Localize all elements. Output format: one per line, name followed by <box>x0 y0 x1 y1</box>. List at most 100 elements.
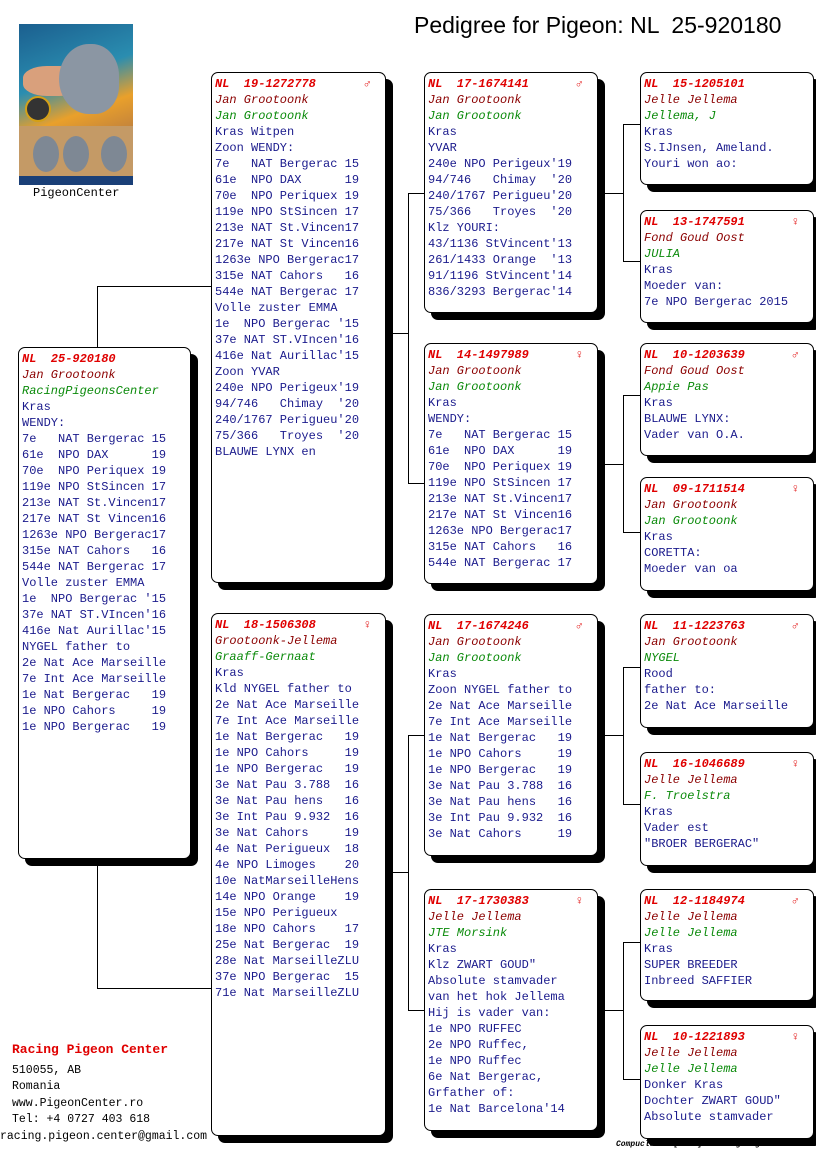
pedigree-note-line: 91/1196 StVincent'14 <box>428 269 573 283</box>
male-icon: ♂ <box>363 77 371 91</box>
pedigree-note-line: 240e NPO Perigeux'19 <box>215 381 360 395</box>
ring-number: NL 15-1205101 <box>644 77 745 91</box>
connector-line <box>623 804 640 805</box>
pedigree-note-line: Kras <box>428 667 457 681</box>
connector-line <box>97 286 211 287</box>
pedigree-note-line: 61e NPO DAX 19 <box>22 448 167 462</box>
connector-line <box>623 261 640 262</box>
pedigree-note-line: Kras <box>644 263 673 277</box>
pedigree-note-line: 416e Nat Aurillac'15 <box>22 624 167 638</box>
pedigree-note-line: Kras <box>428 125 457 139</box>
female-icon: ♀ <box>575 894 583 908</box>
pedigree-note-line: Kras <box>644 942 673 956</box>
ring-number: NL 12-1184974 <box>644 894 745 908</box>
pedigree-note-line: 544e NAT Bergerac 17 <box>428 556 573 570</box>
owner-name: Jelle Jellema <box>644 1062 738 1076</box>
pedigree-note-line: 1e NPO Cahors 19 <box>22 704 167 718</box>
pedigree-note-line: Zoon WENDY: <box>215 141 295 155</box>
owner-name: Graaff-Gernaat <box>215 650 316 664</box>
pedigree-note-line: 37e NAT ST.VIncen'16 <box>215 333 360 347</box>
connector-line <box>385 872 408 873</box>
pedigree-note-line: 3e Int Pau 9.932 16 <box>215 810 360 824</box>
connector-line <box>623 667 624 805</box>
connector-line <box>623 124 624 262</box>
country: Romania <box>12 1080 61 1093</box>
connector-line <box>597 464 623 465</box>
pedigree-note-line: 119e NPO StSincen 17 <box>22 480 167 494</box>
breeder-name: Jan Grootoonk <box>428 635 522 649</box>
breeder-name: Jelle Jellema <box>644 773 738 787</box>
pedigree-note-line: Youri won ao: <box>644 157 738 171</box>
pedigree-note-line: 70e NPO Periquex 19 <box>22 464 167 478</box>
ring-number: NL 11-1223763 <box>644 619 745 633</box>
pedigree-note-line: 28e Nat MarseilleZLU <box>215 954 360 968</box>
pedigree-note-line: Moeder van oa <box>644 562 738 576</box>
pedigree-note-line: 2e Nat Ace Marseille <box>428 699 573 713</box>
male-icon: ♂ <box>575 77 583 91</box>
breeder-name: Jan Grootoonk <box>428 93 522 107</box>
pedigree-note-line: Kras Witpen <box>215 125 295 139</box>
pedigree-note-line: WENDY: <box>22 416 66 430</box>
owner-name: Jan Grootoonk <box>428 651 522 665</box>
connector-line <box>597 735 623 736</box>
pedigree-note-line: 416e Nat Aurillac'15 <box>215 349 360 363</box>
pedigree-note-line: 7e NAT Bergerac 15 <box>215 157 360 171</box>
pedigree-note-line: 1263e NPO Bergerac17 <box>22 528 167 542</box>
software-credit: Compuclub © [9.42] Racing Pigeon Center <box>616 1140 809 1149</box>
pigeon-center-logo-image <box>19 24 133 185</box>
pedigree-note-line: 7e NAT Bergerac 15 <box>428 428 573 442</box>
connector-line <box>623 667 640 668</box>
pedigree-note-line: 2e NPO Ruffec, <box>428 1038 529 1052</box>
pedigree-note-line: Kras <box>644 530 673 544</box>
owner-name: JTE Morsink <box>428 926 508 940</box>
pedigree-note-line: 18e NPO Cahors 17 <box>215 922 360 936</box>
pedigree-note-line: 213e NAT St.Vincen17 <box>215 221 360 235</box>
pedigree-note-line: Moeder van: <box>644 279 724 293</box>
pedigree-note-line: 240e NPO Perigeux'19 <box>428 157 573 171</box>
pedigree-note-line: 37e NAT ST.VIncen'16 <box>22 608 167 622</box>
website-link[interactable]: www.PigeonCenter.ro <box>12 1096 144 1110</box>
pedigree-note-line: 836/3293 Bergerac'14 <box>428 285 573 299</box>
female-icon: ♀ <box>791 482 799 496</box>
pedigree-note-line: Kld NYGEL father to <box>215 682 352 696</box>
pedigree-note-line: 1e Nat Bergerac 19 <box>22 688 167 702</box>
pedigree-note-line: 1e Nat Bergerac 19 <box>215 730 360 744</box>
pedigree-note-line: 3e Nat Pau hens 16 <box>428 795 573 809</box>
pedigree-note-line: 14e NPO Orange 19 <box>215 890 360 904</box>
pedigree-note-line: 315e NAT Cahors 16 <box>22 544 167 558</box>
female-icon: ♀ <box>791 757 799 771</box>
pedigree-note-line: 6e Nat Bergerac, <box>428 1070 544 1084</box>
pedigree-note-line: 4e Nat Perigueux 18 <box>215 842 360 856</box>
pedigree-note-line: Zoon YVAR <box>215 365 280 379</box>
breeder-name: Jelle Jellema <box>644 93 738 107</box>
pedigree-note-line: Grfather of: <box>428 1086 515 1100</box>
pedigree-note-line: 1e NPO Ruffec <box>428 1054 522 1068</box>
pedigree-note-line: 3e Nat Cahors 19 <box>428 827 573 841</box>
pedigree-note-line: 217e NAT St Vincen16 <box>428 508 573 522</box>
breeder-name: Jelle Jellema <box>644 1046 738 1060</box>
breeder-name: Jan Grootoonk <box>22 368 116 382</box>
email-link[interactable]: racing.pigeon.center@gmail.com <box>0 1129 208 1143</box>
connector-line <box>408 193 424 194</box>
owner-name: Jan Grootoonk <box>428 380 522 394</box>
breeder-name: Grootoonk-Jellema <box>215 634 338 648</box>
pedigree-note-line: Dochter ZWART GOUD" <box>644 1094 781 1108</box>
pedigree-note-line: 315e NAT Cahors 16 <box>428 540 573 554</box>
pedigree-note-line: Donker Kras <box>644 1078 724 1092</box>
